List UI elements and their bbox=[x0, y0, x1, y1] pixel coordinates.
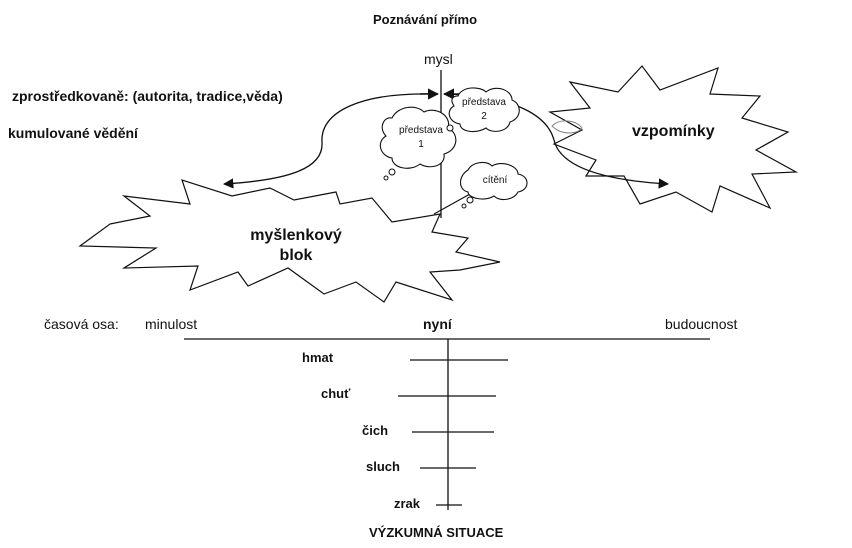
idea-1-bubble bbox=[379, 106, 457, 181]
feeling-label: cítění bbox=[482, 175, 508, 186]
memories-label: vzpomínky bbox=[632, 123, 715, 140]
thought-block-line-1: myšlenkový bbox=[250, 227, 342, 244]
sense-zrak: zrak bbox=[394, 496, 421, 511]
idea-2-line-2: 2 bbox=[481, 111, 487, 122]
sense-chut: chuť bbox=[321, 386, 351, 401]
timeline-future: budoucnost bbox=[665, 316, 738, 332]
idea-2-bubble bbox=[446, 87, 520, 133]
title-bottom: VÝZKUMNÁ SITUACE bbox=[369, 525, 504, 540]
accumulated-note: kumulované vědění bbox=[8, 125, 138, 141]
sense-hmat: hmat bbox=[302, 350, 334, 365]
thought-block-star bbox=[78, 179, 501, 303]
idea-1-line-2: 1 bbox=[418, 139, 424, 150]
feeling-link bbox=[433, 193, 471, 215]
mediated-note: zprostředkovaně: (autorita, tradice,věda… bbox=[12, 88, 283, 104]
memories-star bbox=[548, 65, 799, 213]
timeline-label: časová osa: bbox=[44, 316, 119, 332]
mind-label: mysl bbox=[424, 51, 453, 67]
idea-1-line-1: představa bbox=[399, 125, 443, 136]
timeline-past: minulost bbox=[145, 316, 198, 332]
idea-2-line-1: představa bbox=[462, 97, 506, 108]
sense-cich: čich bbox=[362, 423, 389, 438]
mediated-arc bbox=[222, 93, 437, 189]
timeline-now: nyní bbox=[423, 316, 452, 332]
thought-block-line-2: blok bbox=[279, 247, 313, 264]
feeling-bubble bbox=[459, 161, 528, 209]
sense-sluch: sluch bbox=[366, 459, 400, 474]
title-top: Poznávání přímo bbox=[373, 12, 478, 27]
